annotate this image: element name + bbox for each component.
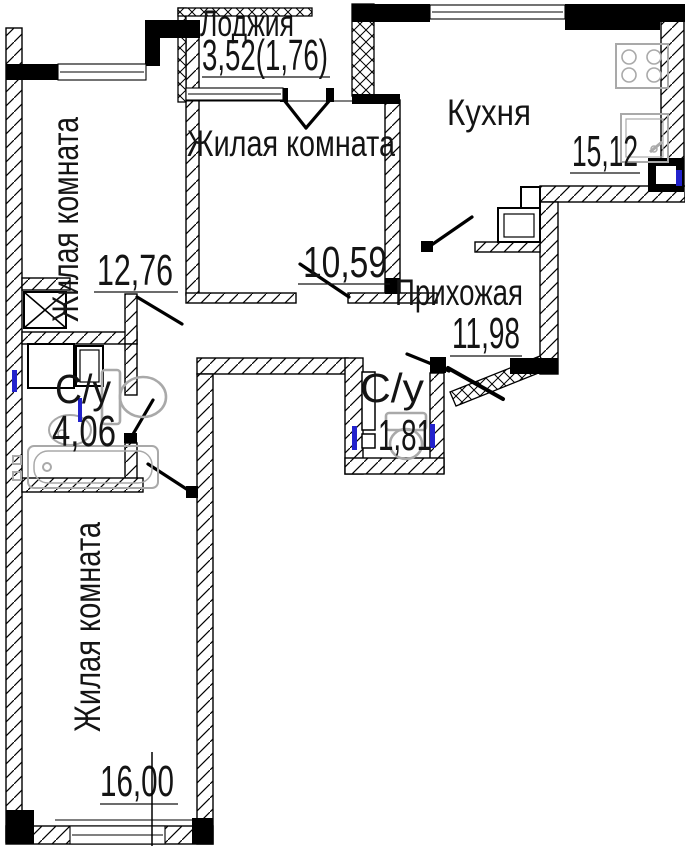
room-area-living-bottom: 16,00 — [100, 757, 174, 806]
fixtures-black — [23, 186, 541, 449]
door-jamb — [186, 486, 198, 498]
entrance-door-leaf — [446, 366, 505, 401]
room-label-bathroom-main: С/у — [55, 366, 111, 412]
walls-solid — [6, 4, 685, 844]
room-label-loggia: Лоджия — [200, 3, 294, 44]
bathtub-icon — [12, 445, 159, 489]
vent-shaft-slot — [656, 166, 676, 184]
room-label-living-left: Жилая комната — [45, 117, 86, 322]
wall — [474, 241, 541, 253]
door-jamb — [421, 241, 433, 252]
toilet-small-icon — [384, 411, 428, 461]
living-left-door-leaf — [135, 295, 184, 326]
living-bottom-door-leaf — [146, 462, 190, 492]
cabinet-icon — [497, 186, 541, 243]
loggia-wall — [177, 7, 313, 17]
bathroom-door-leaf — [127, 398, 155, 443]
washing-machine-icon — [27, 343, 104, 389]
kitchen-door-leaf — [428, 215, 474, 248]
room-area-hallway: 11,98 — [452, 309, 520, 358]
wall — [21, 277, 71, 291]
room-label-hallway: Прихожая — [395, 272, 523, 313]
area-underlines — [94, 76, 640, 805]
bathroom-small-door-leaf — [405, 352, 451, 373]
balcony-door-leaf — [282, 98, 308, 130]
wall — [196, 373, 214, 845]
wall — [5, 27, 23, 843]
wall — [124, 293, 138, 345]
room-area-loggia: 3,52(1,76) — [202, 31, 328, 80]
room-label-living-bottom: Жилая комната — [67, 522, 108, 732]
door-swings-layer — [127, 98, 505, 492]
room-area-bathroom-small: 1,81 — [378, 411, 432, 460]
wall — [21, 331, 138, 345]
windows-layer — [55, 4, 566, 845]
door-jamb — [385, 278, 400, 294]
furniture-box-icon — [23, 291, 67, 329]
balcony-door-leaf — [304, 98, 332, 130]
wall — [539, 201, 559, 375]
toilet-icon — [100, 368, 168, 426]
door-jamb — [326, 88, 334, 102]
room-area-living-left: 12,76 — [97, 246, 173, 295]
duct-niche-icon — [361, 371, 376, 449]
kitchen-sink-icon — [620, 113, 669, 163]
wall — [185, 292, 297, 304]
room-label-living-top: Жилая комната — [187, 123, 395, 164]
room-area-living-top: 10,59 — [303, 238, 387, 287]
room-area-bathroom-main: 4,06 — [52, 407, 116, 456]
labels-layer: Лоджия 3,52(1,76) Жилая комната 10,59 Ку… — [45, 3, 638, 806]
stove-icon — [615, 43, 669, 89]
plumbing-accents — [12, 170, 682, 450]
living-top-door-leaf — [298, 262, 351, 299]
wall — [124, 343, 138, 396]
room-label-bathroom-small: С/у — [360, 365, 425, 411]
wall — [344, 457, 445, 475]
room-area-kitchen: 15,12 — [572, 127, 638, 176]
door-jamb — [280, 88, 288, 102]
room-label-kitchen: Кухня — [447, 92, 531, 133]
fixtures-gray — [12, 43, 669, 489]
wall — [196, 357, 349, 375]
